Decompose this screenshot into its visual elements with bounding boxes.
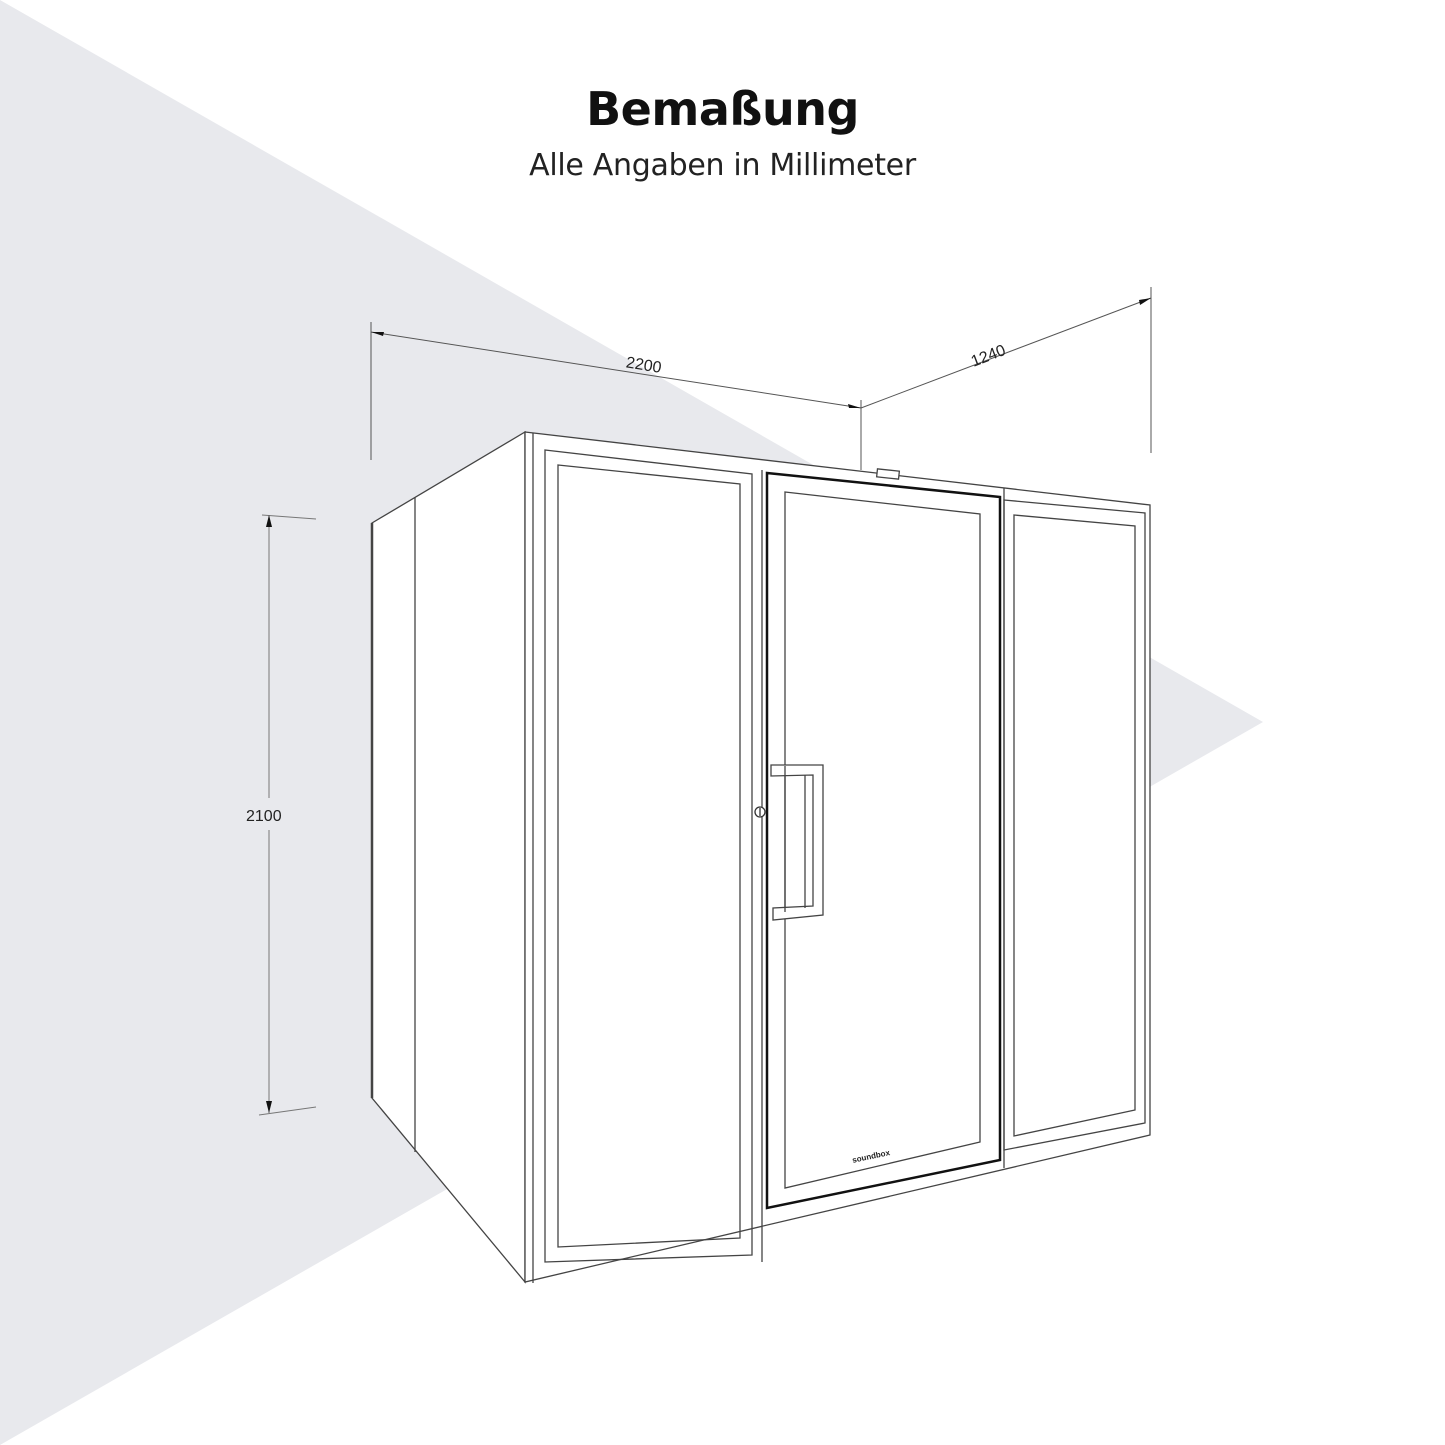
door-closer xyxy=(875,468,901,480)
width-dimension-label: 2200 xyxy=(625,354,663,376)
width-dimension xyxy=(370,322,862,470)
height-dimension-label: 2100 xyxy=(246,808,282,825)
depth-dimension xyxy=(860,287,1152,453)
door-handle[interactable] xyxy=(770,764,824,921)
door-frame xyxy=(765,471,1002,1210)
door-glass xyxy=(784,491,981,1189)
height-dimension xyxy=(258,514,317,1116)
booth-front xyxy=(524,431,1151,1283)
left-glass-panel xyxy=(544,449,753,1263)
depth-dimension-label: 1240 xyxy=(969,342,1008,371)
page-subtitle: Alle Angaben in Millimeter xyxy=(529,148,916,183)
right-glass-panel xyxy=(1003,499,1146,1151)
page-title: Bemaßung xyxy=(586,82,859,136)
